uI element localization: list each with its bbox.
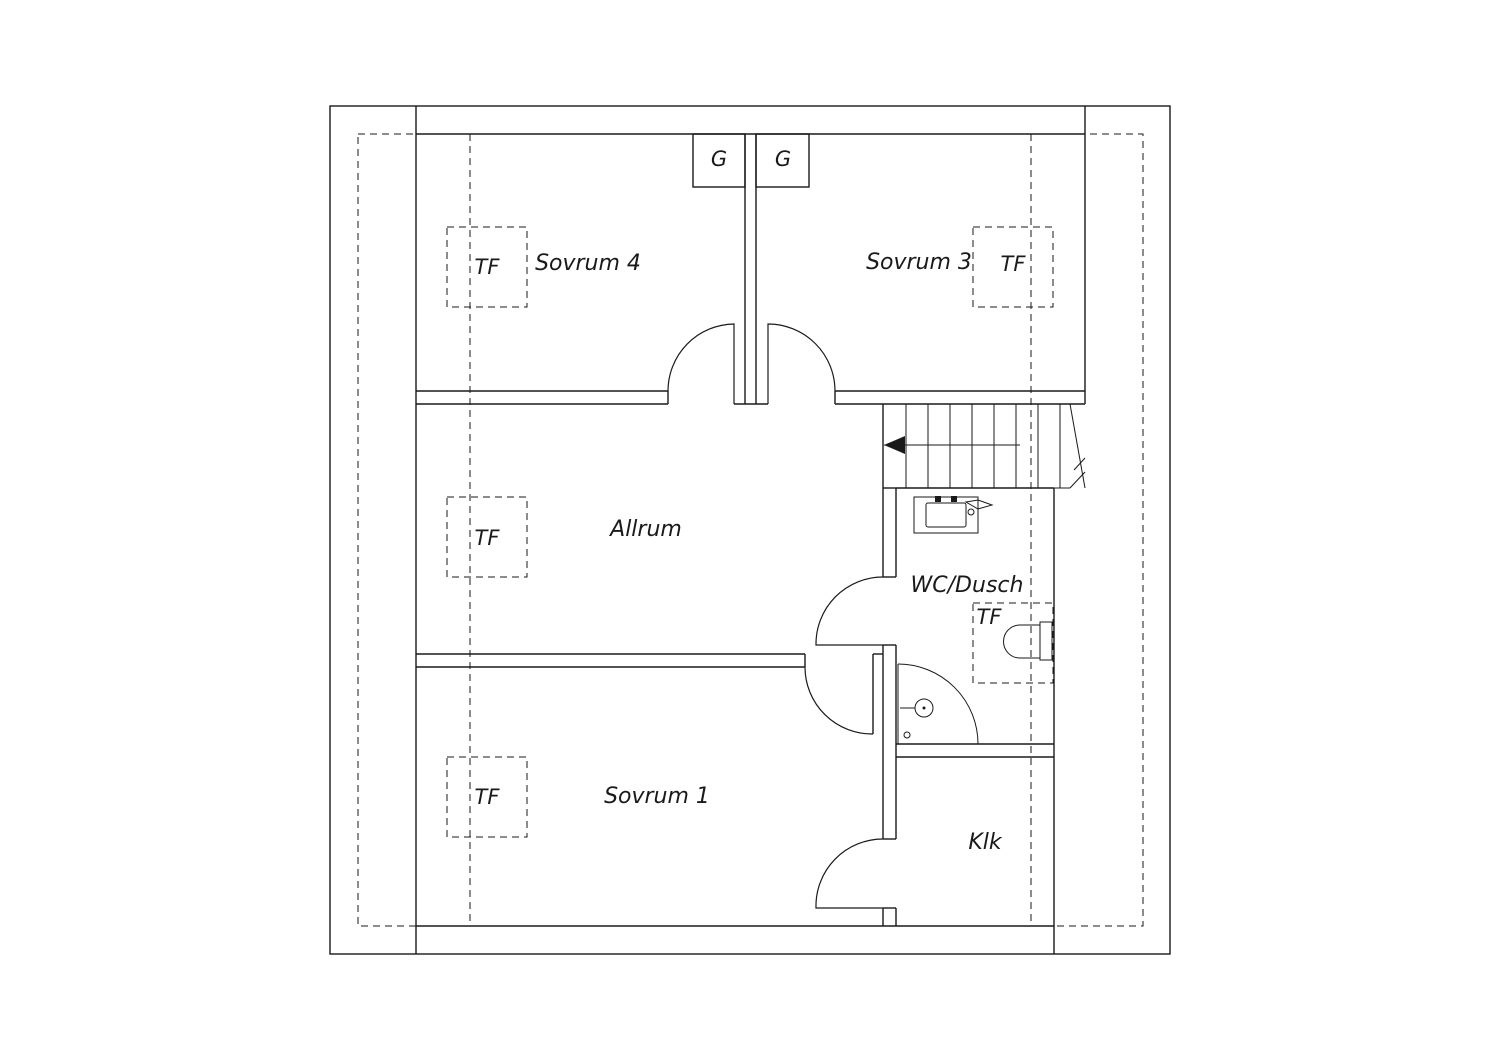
toilet-icon: [1003, 621, 1053, 661]
door-sovrum4: [667, 323, 735, 404]
room-label-sovrum3: Sovrum 3: [866, 250, 972, 275]
room-label-sovrum4: Sovrum 4: [535, 251, 641, 276]
wardrobe-sovrum3: [755, 133, 810, 188]
outer-boundary: [329, 105, 1171, 955]
roof-window-sovrum3: [972, 226, 1054, 308]
roof-dashed-outline: [357, 133, 1144, 927]
wardrobe-label-left: G: [711, 147, 727, 171]
tf-label-sovrum1: TF: [475, 785, 501, 809]
wall-allrum-sovrum1: [416, 653, 806, 668]
wall-bathroom-west: [872, 404, 897, 926]
roof-window-sovrum1: [446, 756, 528, 838]
door-sovrum1: [804, 666, 874, 735]
wall-bedrooms-allrum: [416, 390, 1085, 405]
room-label-wc-dusch: WC/Dusch: [911, 573, 1024, 598]
roof-window-allrum: [446, 496, 528, 578]
door-klk: [815, 838, 884, 909]
wall-wc-klk: [896, 743, 1054, 758]
roof-window-sovrum4: [446, 226, 528, 308]
sink-icon: [913, 496, 979, 534]
tf-label-allrum: TF: [475, 526, 501, 550]
roof-window-wc: [972, 602, 1054, 684]
room-label-sovrum1: Sovrum 1: [604, 784, 710, 809]
towel-hook-icon: [964, 499, 994, 510]
room-label-klk: Klk: [968, 830, 1003, 855]
wall-sovrum4-sovrum3: [744, 134, 757, 404]
shower-icon: [897, 663, 979, 745]
room-label-allrum: Allrum: [608, 517, 682, 542]
wardrobe-label-right: G: [775, 147, 791, 171]
wardrobe-sovrum4: [692, 133, 746, 188]
door-wc: [815, 576, 884, 646]
staircase: [882, 403, 1086, 489]
tf-label-sovrum3: TF: [1001, 252, 1027, 276]
tf-label-wc: TF: [977, 605, 1003, 629]
door-sovrum3: [767, 323, 836, 404]
tf-label-sovrum4: TF: [475, 255, 501, 279]
